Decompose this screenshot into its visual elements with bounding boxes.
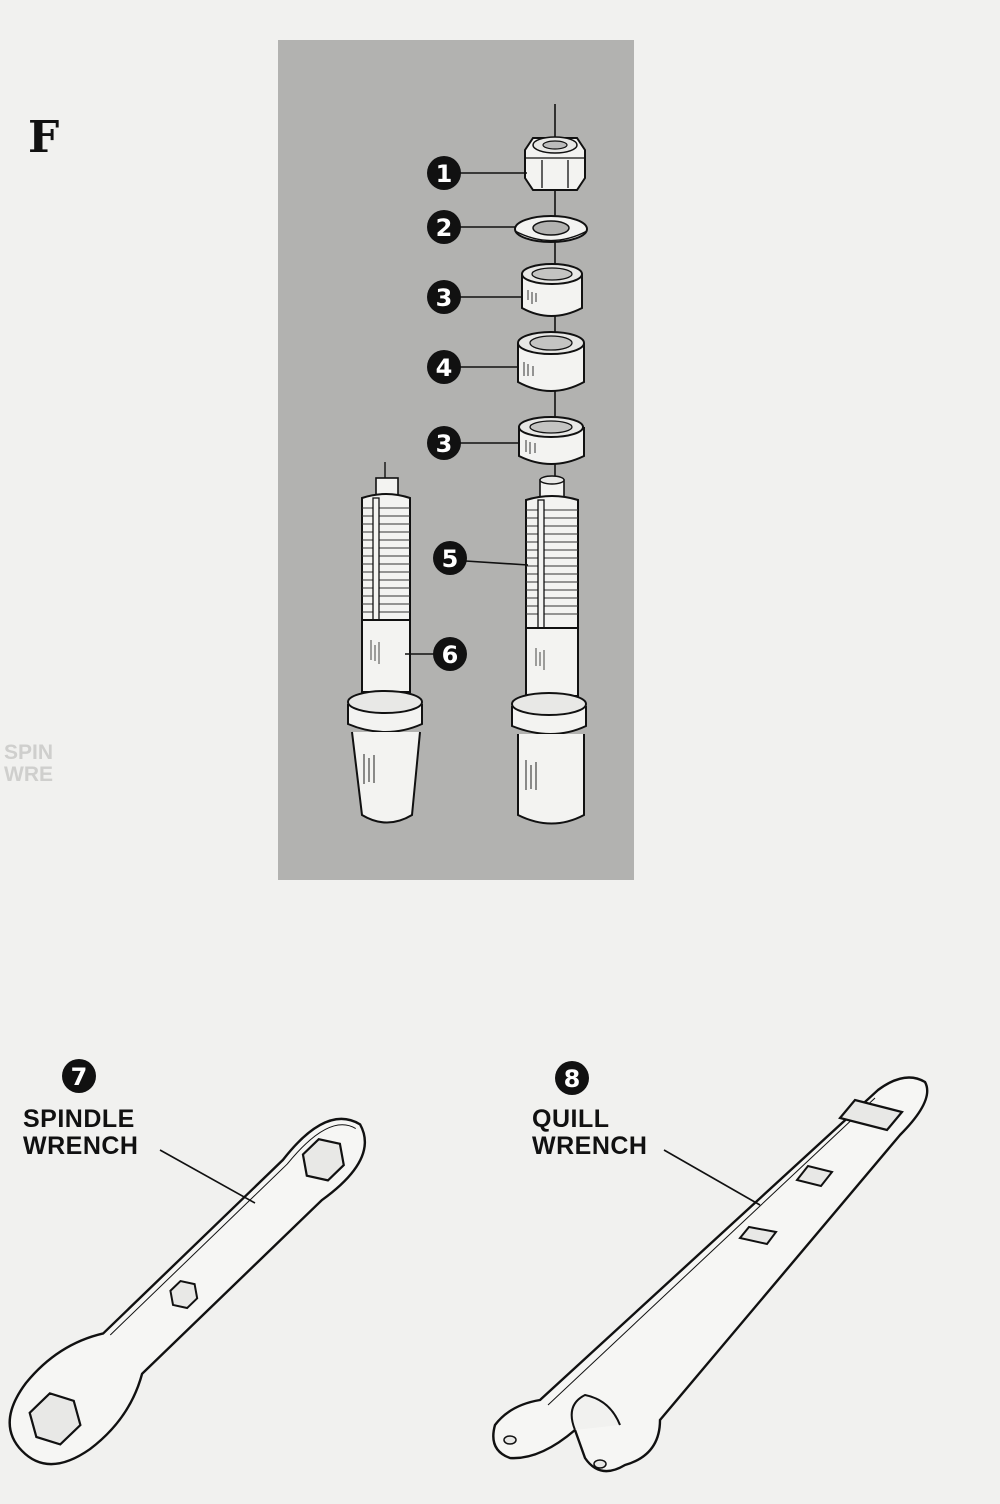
spindle-wrench-drawing bbox=[8, 1117, 367, 1466]
svg-text:4: 4 bbox=[436, 354, 453, 382]
washer-part bbox=[514, 215, 588, 243]
quill-wrench-drawing bbox=[492, 1076, 929, 1473]
callout-1: 1 bbox=[427, 156, 461, 190]
quill-wrench-label: QUILL WRENCH bbox=[532, 1105, 648, 1160]
callout-4: 4 bbox=[427, 350, 461, 384]
leader-lines bbox=[405, 172, 529, 655]
figure-letter: F bbox=[28, 112, 60, 163]
callout-6: 6 bbox=[433, 637, 467, 671]
svg-text:6: 6 bbox=[442, 641, 459, 669]
svg-text:2: 2 bbox=[436, 214, 453, 242]
svg-text:3: 3 bbox=[436, 430, 453, 458]
svg-text:7: 7 bbox=[71, 1063, 88, 1091]
callout-3-upper: 3 bbox=[427, 280, 461, 314]
spindle-right bbox=[511, 475, 587, 825]
spindle-wrench-label: SPINDLE WRENCH bbox=[23, 1105, 139, 1160]
hex-nut-part bbox=[524, 136, 586, 191]
svg-text:8: 8 bbox=[564, 1065, 581, 1093]
svg-text:1: 1 bbox=[436, 160, 453, 188]
callout-8: 8 bbox=[555, 1061, 589, 1095]
callout-2: 2 bbox=[427, 210, 461, 244]
spindle-left bbox=[347, 462, 423, 824]
callout-7: 7 bbox=[62, 1059, 96, 1093]
svg-text:3: 3 bbox=[436, 284, 453, 312]
callout-3-lower: 3 bbox=[427, 426, 461, 460]
svg-text:5: 5 bbox=[442, 545, 459, 573]
bearing-part bbox=[517, 331, 585, 392]
spacer-part-lower bbox=[518, 416, 585, 465]
callout-5: 5 bbox=[433, 541, 467, 575]
spacer-part-upper bbox=[521, 263, 583, 317]
